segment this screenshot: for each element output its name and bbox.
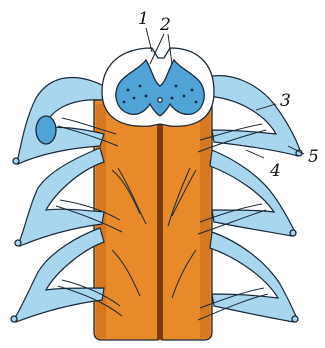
- cord-cross-section: [102, 48, 214, 126]
- right-nerve-end-3: [292, 316, 298, 322]
- left-nerve-end-1: [13, 158, 19, 164]
- left-nerves: [11, 77, 104, 322]
- right-nerve-2: [210, 150, 294, 236]
- callout-3: 3: [280, 91, 291, 111]
- callout-1: 1: [138, 9, 149, 29]
- right-nerves: [204, 76, 302, 322]
- anterior-fissure: [157, 100, 163, 340]
- spinal-cord: [94, 100, 212, 340]
- right-nerve-3: [210, 232, 296, 322]
- leader-4: [246, 150, 264, 158]
- left-nerve-end-3: [11, 316, 17, 322]
- left-nerve-1: [18, 77, 104, 164]
- callout-2: 2: [159, 15, 171, 35]
- right-nerve-1: [204, 76, 300, 156]
- callout-4: 4: [269, 161, 281, 181]
- left-nerve-end-2: [15, 240, 21, 246]
- callout-5: 5: [308, 147, 319, 167]
- left-ganglion: [36, 116, 56, 144]
- right-nerve-end-2: [290, 230, 296, 236]
